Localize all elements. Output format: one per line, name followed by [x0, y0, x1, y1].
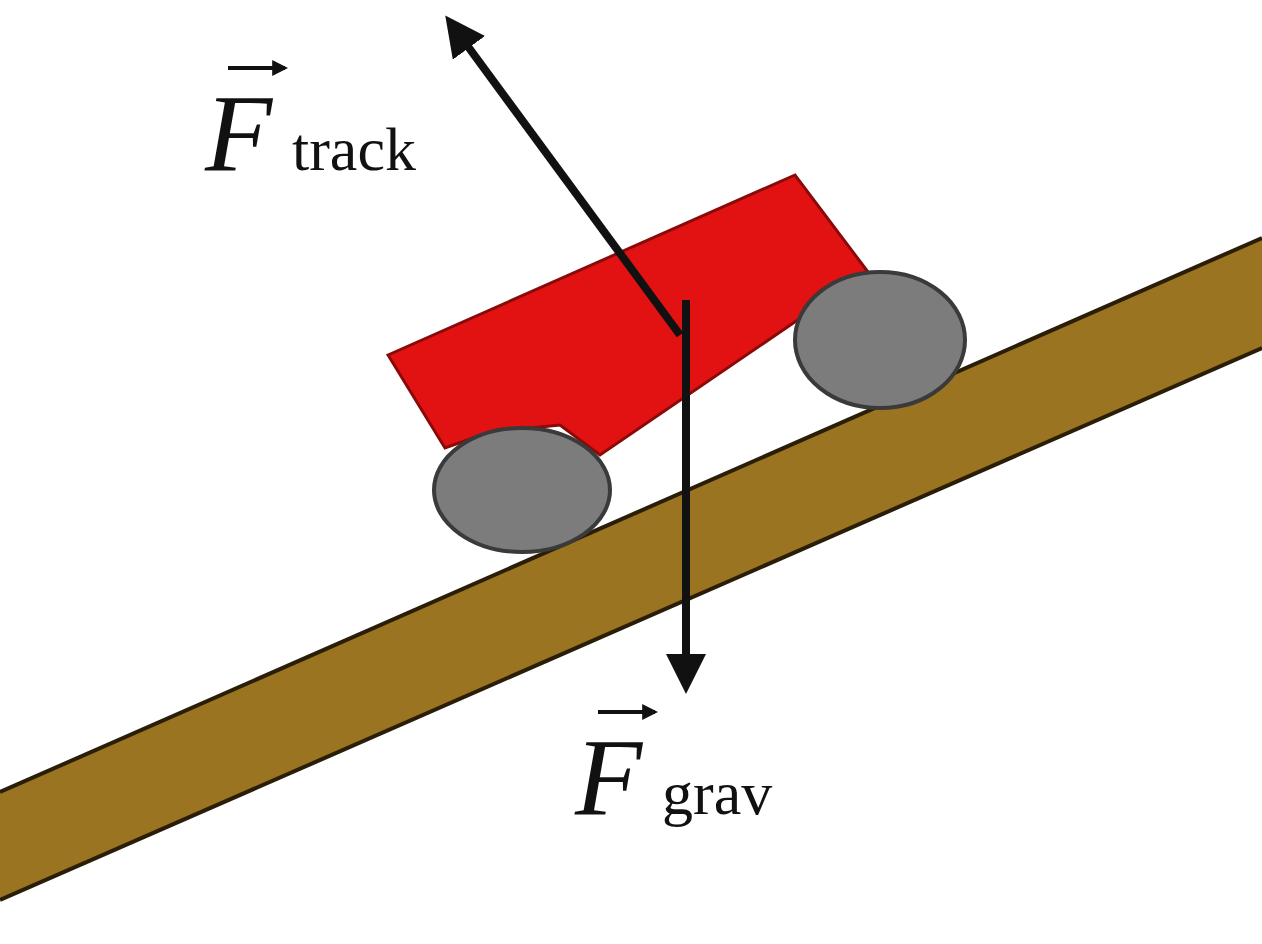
force-subscript: grav: [662, 762, 772, 824]
wheel: [795, 272, 965, 408]
force-arrow: [682, 300, 690, 686]
force-symbol: F: [205, 78, 272, 188]
cart-body: [388, 175, 868, 455]
force-subscript: track: [292, 118, 416, 180]
wheel: [434, 428, 610, 552]
force-symbol: F: [575, 722, 642, 832]
vector-accent: [598, 710, 655, 714]
force-arrow: [450, 22, 680, 335]
vector-accent: [228, 66, 285, 70]
